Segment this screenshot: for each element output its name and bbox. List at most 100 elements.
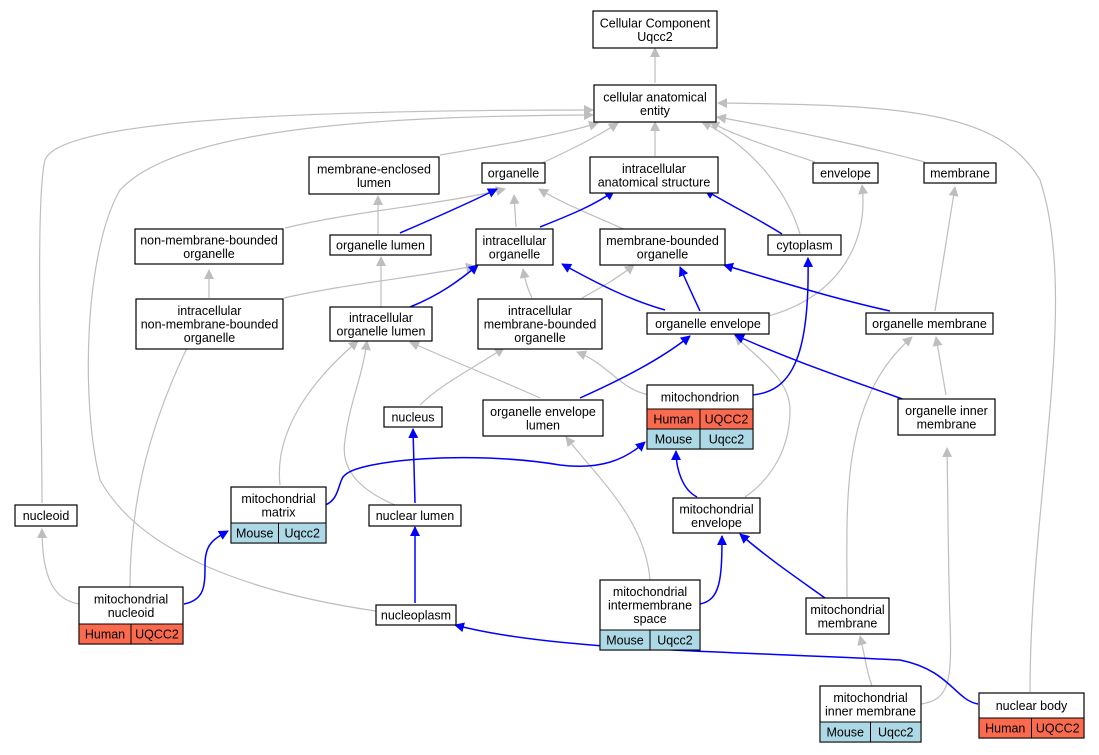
node-om[interactable]: organelle membrane (865, 312, 994, 335)
node-nucleoid[interactable]: nucleoid (14, 504, 78, 527)
node-box (767, 234, 842, 256)
node-label-line: mitochondrial (810, 603, 884, 617)
node-cyto[interactable]: cytoplasm (767, 234, 842, 256)
node-nucleus[interactable]: nucleus (383, 406, 443, 428)
edge-io-ias (539, 190, 615, 228)
edge-om-mbo (723, 262, 891, 312)
edge-mims-menv (699, 535, 727, 605)
node-label-line: organelle (488, 167, 539, 181)
species-label: Mouse (606, 634, 644, 648)
gene-cell (649, 629, 701, 651)
node-box (383, 406, 443, 428)
node-label-line: membrane (930, 167, 990, 181)
edge-io-org (509, 194, 520, 228)
node-box (368, 504, 462, 527)
node-label-line: cytoplasm (776, 239, 832, 253)
node-label-line: mitochondrial (241, 492, 315, 506)
node-label-line: space (633, 612, 666, 626)
node-label-line: organelle (489, 247, 540, 261)
node-box (589, 156, 719, 194)
gene-label: UQCC2 (705, 413, 749, 427)
species-label: Mouse (826, 726, 864, 740)
node-label-line: organelle lumen (337, 324, 426, 338)
edge-om-mem (934, 186, 959, 312)
node-label-line: organelle (183, 247, 234, 261)
node-label-line: organelle (637, 247, 688, 261)
species-label: Mouse (655, 433, 693, 447)
node-env[interactable]: envelope (812, 162, 879, 184)
node-oe[interactable]: organelle envelope (646, 312, 770, 335)
node-label-line: organelle inner (905, 404, 988, 418)
edge-mbo-org (538, 188, 631, 233)
node-label-line: lumen (357, 176, 391, 190)
species-label: Human (653, 413, 693, 427)
species-label: Mouse (236, 527, 274, 541)
node-label-line: mitochondrion (661, 391, 740, 405)
gene-label: UQCC2 (135, 628, 179, 642)
node-org[interactable]: organelle (481, 162, 546, 184)
node-box (308, 156, 440, 195)
node-label-line: organelle envelope (655, 317, 761, 331)
edge-mmx-iol (278, 340, 359, 486)
node-label-line: non-membrane-bounded (140, 233, 278, 247)
node-label-line: nucleoid (108, 606, 155, 620)
edge-mim-oim (920, 447, 953, 705)
node-nl[interactable]: nuclear lumen (368, 504, 462, 527)
node-box (805, 597, 890, 635)
edge-oel-oe (579, 335, 691, 399)
node-orgl[interactable]: organelle lumen (329, 234, 432, 256)
node-mem[interactable]: membrane (923, 162, 997, 184)
node-label-line: organelle (514, 331, 565, 345)
edge-mims-oel (565, 436, 651, 581)
edge-inmbo-io (283, 262, 476, 299)
node-box (475, 228, 554, 266)
node-label-line: intracellular (349, 311, 413, 325)
node-box (865, 312, 994, 335)
node-box (135, 298, 284, 350)
node-box (329, 234, 432, 256)
part-of-edges (183, 188, 979, 705)
gene-cell (278, 522, 327, 544)
node-label-line: intracellular (178, 304, 242, 318)
node-box (599, 228, 726, 266)
edge-mnuc-mmx (183, 530, 229, 605)
node-inmbo[interactable]: intracellularnon-membrane-boundedorganel… (135, 298, 284, 350)
edge-np-cae (87, 110, 594, 612)
node-label-line: lumen (526, 418, 560, 432)
edge-cyto-ias (704, 189, 783, 235)
node-box (672, 497, 761, 534)
edge-mito-imbo (576, 350, 651, 396)
node-label-line: membrane (818, 616, 878, 630)
node-label-line: envelope (691, 516, 742, 530)
node-label-line: mitochondrial (613, 585, 687, 599)
gene-label: Uqcc2 (657, 634, 692, 648)
edge-nmbo-org (284, 186, 506, 229)
node-box (897, 398, 996, 436)
edge-mmem-om (846, 336, 913, 598)
node-box (482, 399, 604, 437)
node-np[interactable]: nucleoplasm (375, 604, 457, 626)
edge-nucleus-imbo (419, 347, 505, 406)
node-box (477, 298, 603, 350)
gene-cell (130, 623, 184, 645)
node-box (646, 312, 770, 335)
